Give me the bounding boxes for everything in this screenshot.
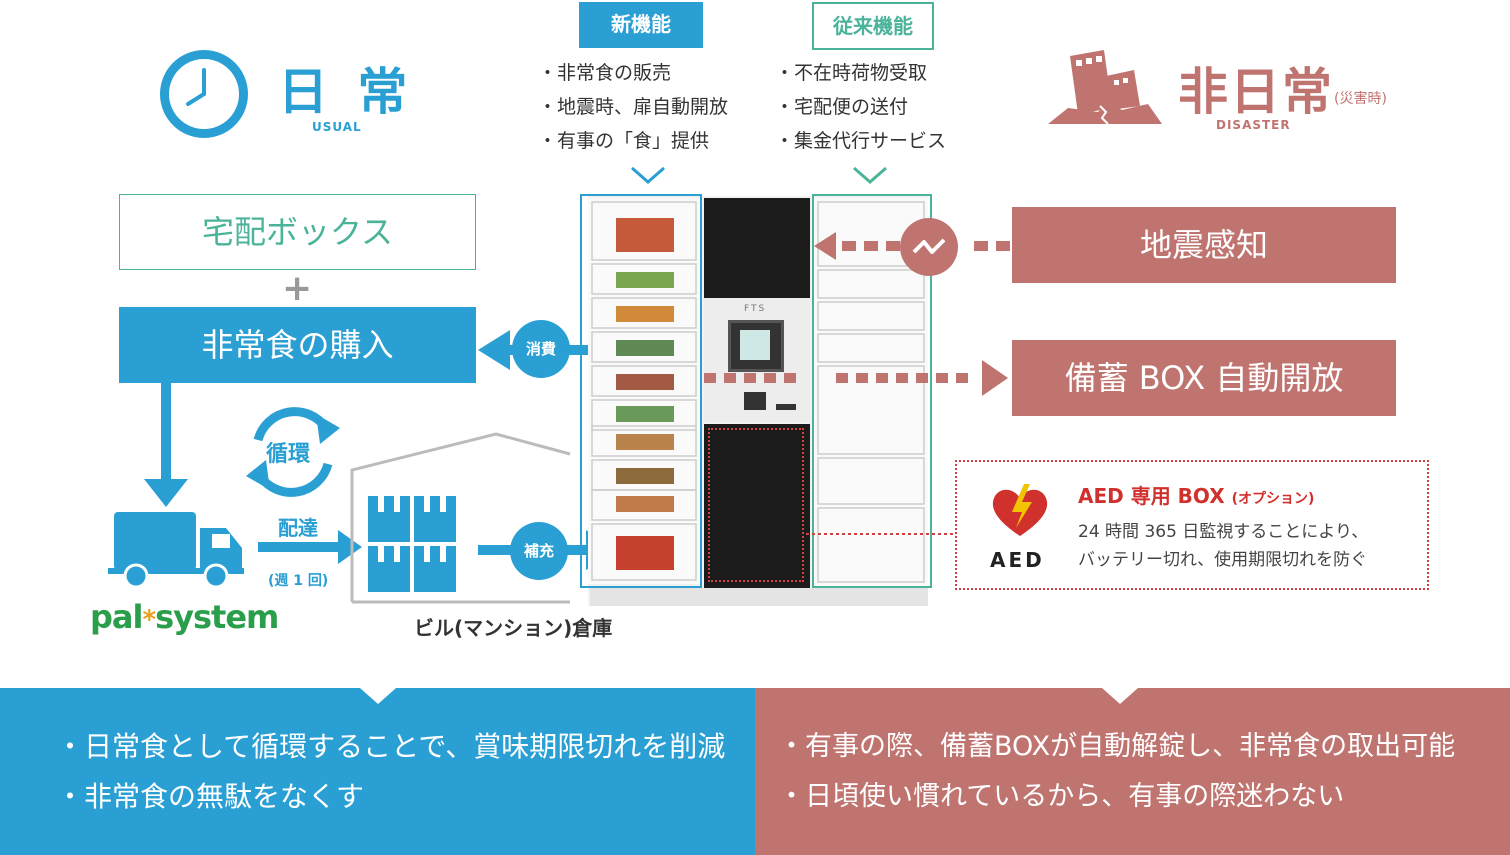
quake-signal-arrow — [814, 232, 1010, 260]
cycle-arrows-icon — [246, 407, 340, 497]
locker-lower-panel — [704, 424, 810, 588]
locker-base — [590, 588, 928, 606]
consume-badge: 消費 — [512, 320, 570, 378]
aed-description: 24 時間 365 日監視することにより、 バッテリー切れ、使用期限切れを防ぐ — [1078, 518, 1368, 574]
quake-sensor-icon — [900, 218, 958, 276]
new-features-list: ・非常食の販売 ・地震時、扉自動開放 ・有事の「食」提供 — [538, 56, 728, 158]
benefit-item: ・有事の際、備蓄BOXが自動解錠し、非常食の取出可能 — [778, 731, 1456, 762]
locker-card-reader — [744, 392, 766, 410]
plus-sign: + — [282, 268, 313, 309]
aed-title: AED 専用 BOX (オプション) — [1078, 480, 1314, 509]
usual-subtitle: USUAL — [312, 120, 362, 134]
aed-heart-icon — [992, 484, 1048, 536]
bottom-left-notch — [360, 688, 396, 704]
new-features-heading: 新機能 — [579, 2, 703, 48]
delivery-box-label: 宅配ボックス — [119, 194, 476, 270]
locker-slot — [776, 404, 796, 410]
new-function-frame — [580, 194, 702, 588]
existing-feature-item: ・不在時荷物受取 — [775, 62, 928, 84]
aed-title-main: AED 専用 BOX — [1078, 484, 1225, 508]
weekly-label: (週 1 回) — [268, 573, 329, 589]
aed-label: AED — [990, 548, 1045, 572]
logo-pal: pal — [90, 598, 143, 636]
aed-desc-line: 24 時間 365 日監視することにより、 — [1078, 522, 1369, 542]
collapsed-building-icon — [1048, 50, 1162, 125]
chevron-down-icon — [631, 166, 665, 184]
bottom-left-text: ・日常食として循環することで、賞味期限切れを削減 ・非常食の無駄をなくす — [56, 722, 725, 822]
down-arrow — [144, 383, 188, 507]
auto-open-arrow — [704, 360, 1008, 396]
cycle-label: 循環 — [266, 442, 311, 467]
locker-center-column — [704, 198, 810, 298]
replenish-badge: 補充 — [510, 522, 568, 580]
storage-boxes-icon — [368, 496, 456, 592]
purchase-box: 非常食の購入 — [119, 307, 476, 383]
benefit-item: ・日常食として循環することで、賞味期限切れを削減 — [56, 730, 726, 763]
warehouse-outline — [350, 432, 571, 604]
deliver-label: 配達 — [278, 516, 318, 540]
truck-icon — [108, 512, 244, 589]
existing-feature-item: ・集金代行サービス — [775, 130, 947, 152]
bottom-right-banner — [755, 688, 1510, 855]
usual-title: 日 常 — [278, 63, 414, 121]
benefit-item: ・日頃使い慣れているから、有事の際迷わない — [778, 781, 1345, 812]
new-feature-item: ・非常食の販売 — [538, 62, 672, 84]
aed-desc-line: バッテリー切れ、使用期限切れを防ぐ — [1078, 550, 1368, 570]
logo-star: * — [142, 605, 156, 635]
new-feature-item: ・地震時、扉自動開放 — [538, 96, 729, 118]
existing-function-frame — [812, 194, 932, 588]
right-arrow — [258, 530, 362, 564]
benefit-item: ・非常食の無駄をなくす — [56, 780, 365, 813]
auto-open-box: 備蓄 BOX 自動開放 — [1012, 340, 1396, 416]
aed-panel — [955, 460, 1429, 590]
disaster-title-note: (災害時) — [1334, 91, 1387, 107]
disaster-subtitle: DISASTER — [1216, 118, 1291, 132]
quake-detect-box: 地震感知 — [1012, 207, 1396, 283]
palsystem-logo: pal*system — [90, 598, 279, 636]
existing-feature-item: ・宅配便の送付 — [775, 96, 909, 118]
logo-system: system — [155, 598, 279, 636]
disaster-title: 非日常 — [1178, 63, 1334, 121]
locker-brand: FTS — [744, 304, 767, 314]
aed-box-outline — [708, 428, 804, 582]
new-feature-item: ・有事の「食」提供 — [538, 130, 710, 152]
clock-icon — [160, 50, 248, 138]
aed-connector-line — [806, 533, 956, 535]
bottom-right-notch — [1102, 688, 1138, 704]
bottom-right-text: ・有事の際、備蓄BOXが自動解錠し、非常食の取出可能 ・日頃使い慣れているから、… — [778, 722, 1455, 822]
aed-title-note: (オプション) — [1231, 491, 1315, 507]
bottom-left-banner — [0, 688, 755, 855]
existing-features-list: ・不在時荷物受取 ・宅配便の送付 ・集金代行サービス — [775, 56, 946, 158]
chevron-down-icon — [853, 166, 887, 184]
warehouse-label: ビル(マンション)倉庫 — [414, 616, 613, 640]
existing-features-heading: 従来機能 — [812, 2, 934, 50]
locker-screen-display — [740, 330, 770, 360]
locker-left-doors — [591, 201, 697, 581]
